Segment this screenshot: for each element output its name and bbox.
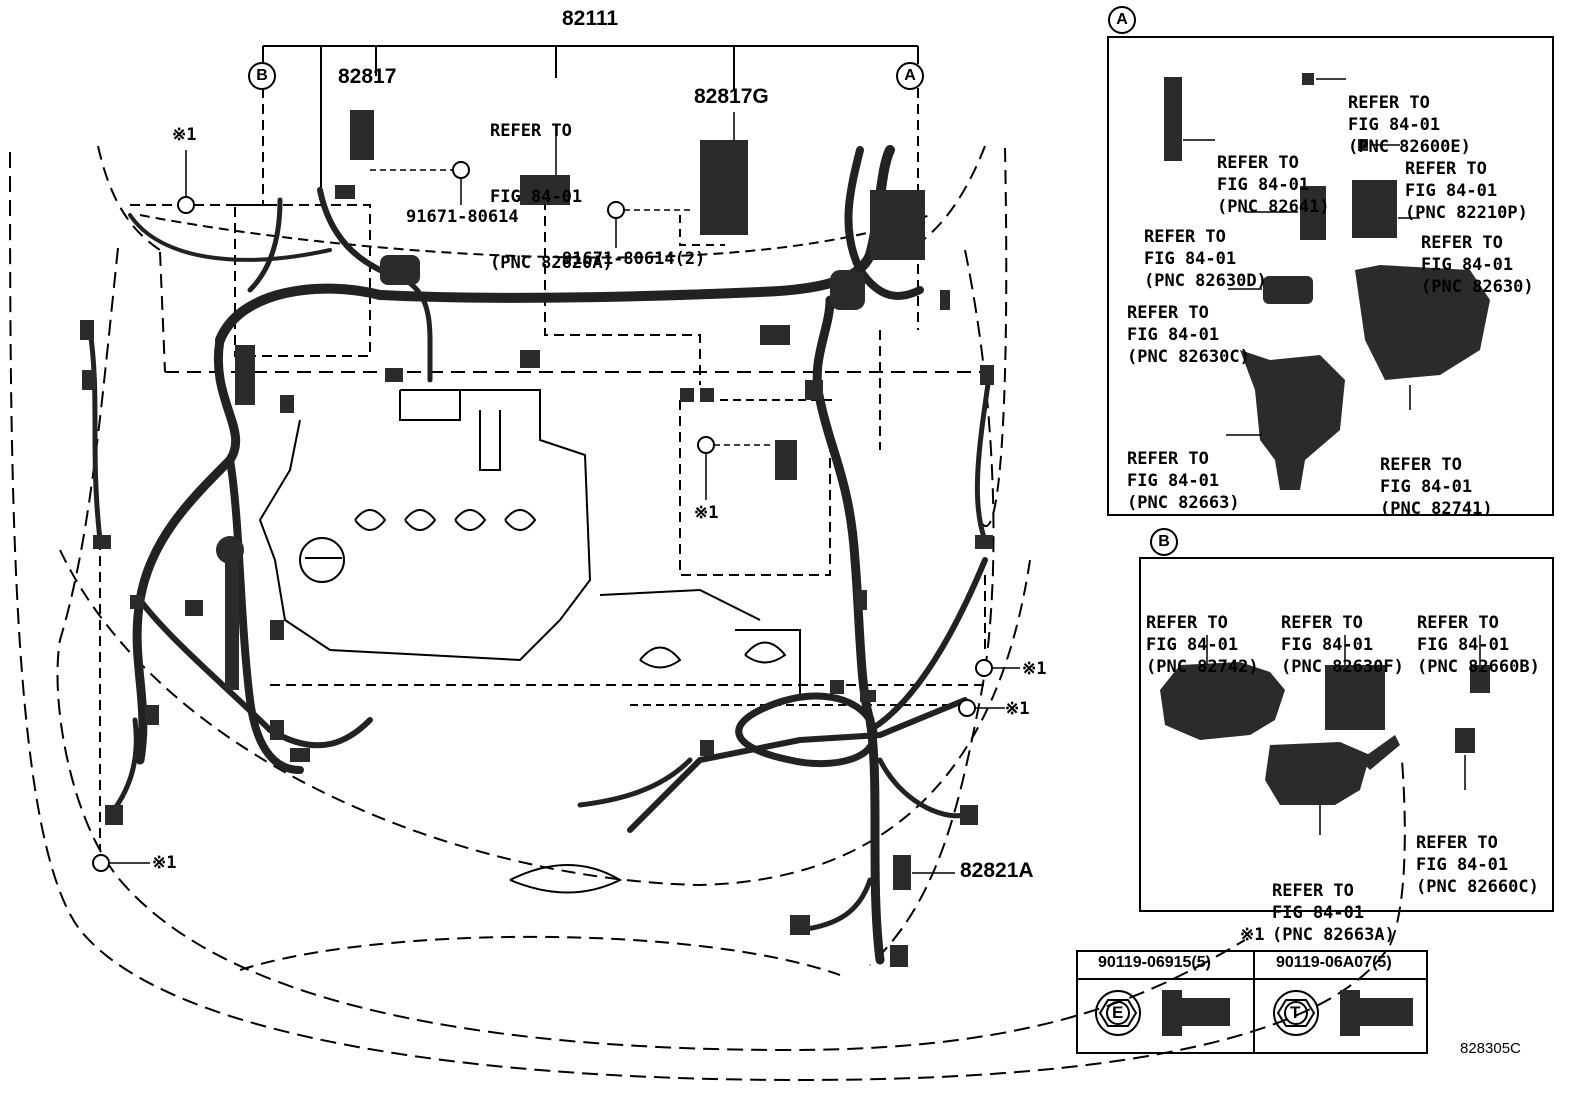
refer-82620a: REFER TO FIG 84-01 (PNC 82620A)	[490, 121, 613, 273]
panel-a-marker: A	[1108, 6, 1136, 34]
asterisk-note-3: ※1	[1022, 659, 1047, 679]
asterisk-note-4: ※1	[1005, 699, 1030, 719]
fastener-symbol-t: T	[1290, 1003, 1301, 1022]
panel-b-marker: B	[1150, 528, 1178, 556]
marker-a: A	[896, 62, 924, 90]
asterisk-note-1: ※1	[172, 125, 197, 145]
fastener-symbol-e: E	[1112, 1003, 1124, 1022]
asterisk-note-5: ※1	[152, 853, 177, 873]
main-part-number: 82111	[562, 7, 619, 30]
diagram-code: 828305C	[1460, 1040, 1521, 1057]
part-82821a-label: 82821A	[960, 859, 1034, 882]
fastener-table	[1076, 950, 1428, 1054]
table-divider-h	[1078, 978, 1426, 980]
bolt-label-2: 91671-80614(2)	[562, 249, 706, 269]
fastener-col2-part: 90119-06A07(5)	[1276, 954, 1392, 971]
marker-b: B	[248, 62, 276, 90]
bolt-label-1: 91671-80614	[406, 207, 519, 227]
fastener-col1-part: 90119-06915(5)	[1098, 954, 1211, 971]
fastener-table-note: ※1	[1240, 925, 1265, 945]
table-divider-v	[1253, 952, 1255, 1052]
panel-a	[1107, 36, 1554, 516]
part-82817-label: 82817	[338, 65, 397, 88]
panel-b	[1139, 557, 1554, 912]
asterisk-note-2: ※1	[694, 503, 719, 523]
part-82817g-label: 82817G	[694, 85, 769, 108]
